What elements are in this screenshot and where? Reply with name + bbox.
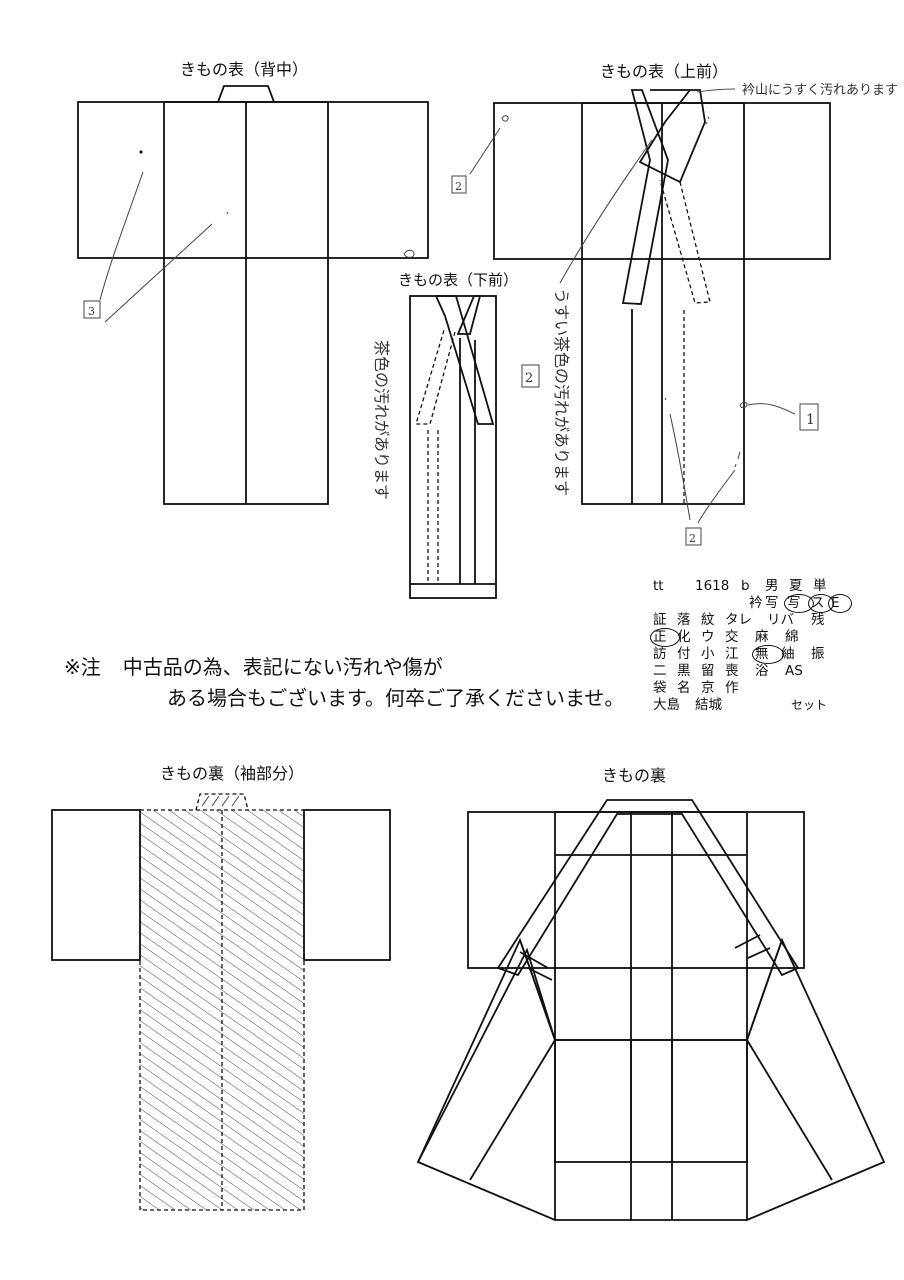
lining-view-title: きもの裏 bbox=[602, 766, 667, 785]
code-row-7: 袋 名 京 作 bbox=[653, 680, 893, 697]
code-cell: 付 bbox=[677, 646, 691, 662]
code-cell: 喪 bbox=[725, 663, 739, 679]
code-cell: タレ bbox=[725, 612, 752, 628]
upper-front-view-title: きもの表（上前） bbox=[600, 62, 729, 81]
code-cell: 作 bbox=[725, 680, 739, 696]
code-cell: セット bbox=[791, 698, 828, 712]
code-row-3: 証 落 紋 タレ リバ 残 bbox=[653, 612, 893, 629]
lower-front-view-title: きもの表（下前） bbox=[398, 271, 519, 289]
code-cell: 紬 bbox=[781, 646, 795, 662]
mark-2-upper: 2 bbox=[455, 180, 462, 193]
code-cell: tt bbox=[653, 578, 664, 594]
notice-marker: ※注 bbox=[64, 655, 101, 679]
stain-note-right: うすい茶色の汚れがあります bbox=[552, 288, 571, 496]
code-cell: 写 bbox=[765, 595, 779, 611]
code-cell: 落 bbox=[677, 612, 691, 628]
notice-text: ※注中古品の為、表記にない汚れや傷が ある場合もございます。何卒ご了承くださいま… bbox=[64, 652, 624, 714]
code-cell: 残 bbox=[811, 612, 825, 628]
code-cell: 結城 bbox=[695, 697, 722, 713]
code-cell: 1618 bbox=[695, 578, 730, 594]
code-row-1: tt 1618 b 男 夏 単 bbox=[653, 578, 893, 595]
code-cell: 衿 bbox=[749, 595, 763, 611]
code-cell-circled: 無 bbox=[752, 645, 784, 664]
code-row-4: 正 化 ウ 交 麻 綿 bbox=[650, 628, 893, 647]
code-cell: 振 bbox=[811, 646, 825, 662]
sleeve-lining-view-diagram bbox=[51, 793, 391, 1211]
code-cell: 麻 bbox=[755, 629, 769, 645]
code-cell: 名 bbox=[677, 680, 691, 696]
code-cell: 京 bbox=[701, 680, 715, 696]
notice-line-1: 中古品の為、表記にない汚れや傷が bbox=[122, 655, 443, 679]
code-cell-circled: E bbox=[828, 594, 852, 613]
code-cell: b bbox=[741, 578, 750, 594]
code-cell: 化 bbox=[677, 629, 691, 645]
code-cell: 留 bbox=[701, 663, 715, 679]
code-cell: 二 bbox=[653, 663, 667, 679]
code-cell: リバ bbox=[767, 612, 794, 628]
mark-2-left: 2 bbox=[525, 371, 533, 386]
lining-view-diagram bbox=[416, 799, 886, 1221]
back-view-diagram bbox=[77, 85, 429, 505]
code-cell: ウ bbox=[701, 629, 715, 645]
code-cell: AS bbox=[785, 663, 803, 679]
sleeve-lining-view-title: きもの裏（袖部分） bbox=[160, 764, 305, 783]
code-cell: 単 bbox=[813, 578, 827, 594]
back-view-title: きもの表（背中） bbox=[180, 60, 309, 79]
code-cell: 黒 bbox=[677, 663, 691, 679]
product-code-table: tt 1618 b 男 夏 単 衿 写 写 ス E 証 落 紋 タレ リバ 残 … bbox=[650, 578, 893, 714]
mark-3: 3 bbox=[88, 305, 95, 318]
code-cell: 大島 bbox=[653, 697, 680, 713]
code-row-5: 訪 付 小 江 無 紬 振 bbox=[653, 645, 893, 664]
upper-front-view-diagram bbox=[451, 88, 831, 546]
code-cell: 証 bbox=[653, 612, 667, 628]
code-cell: 夏 bbox=[789, 578, 803, 594]
code-cell: 男 bbox=[765, 578, 779, 594]
notice-line-2: ある場合もございます。何卒ご了承くださいませ。 bbox=[167, 686, 625, 710]
stain-note-left: 茶色の汚れがあります bbox=[372, 340, 391, 500]
code-cell: 江 bbox=[725, 646, 739, 662]
code-cell: 訪 bbox=[653, 646, 667, 662]
code-cell: 紋 bbox=[701, 612, 715, 628]
code-cell: 浴 bbox=[755, 663, 769, 679]
code-cell-circled: 正 bbox=[650, 628, 680, 647]
mark-2-lower: 2 bbox=[689, 532, 696, 545]
code-cell: 交 bbox=[725, 629, 739, 645]
code-row-2: 衿 写 写 ス E bbox=[653, 594, 893, 613]
mark-1: 1 bbox=[806, 412, 815, 428]
collar-note: 衿山にうすく汚れあります bbox=[742, 83, 898, 98]
code-cell: 袋 bbox=[653, 680, 667, 696]
code-cell: 小 bbox=[701, 646, 715, 662]
code-cell: 綿 bbox=[785, 629, 799, 645]
code-row-8: 大島 結城 セット bbox=[653, 697, 893, 714]
lower-front-view-diagram bbox=[409, 295, 497, 599]
code-row-6: 二 黒 留 喪 浴 AS bbox=[653, 663, 893, 680]
